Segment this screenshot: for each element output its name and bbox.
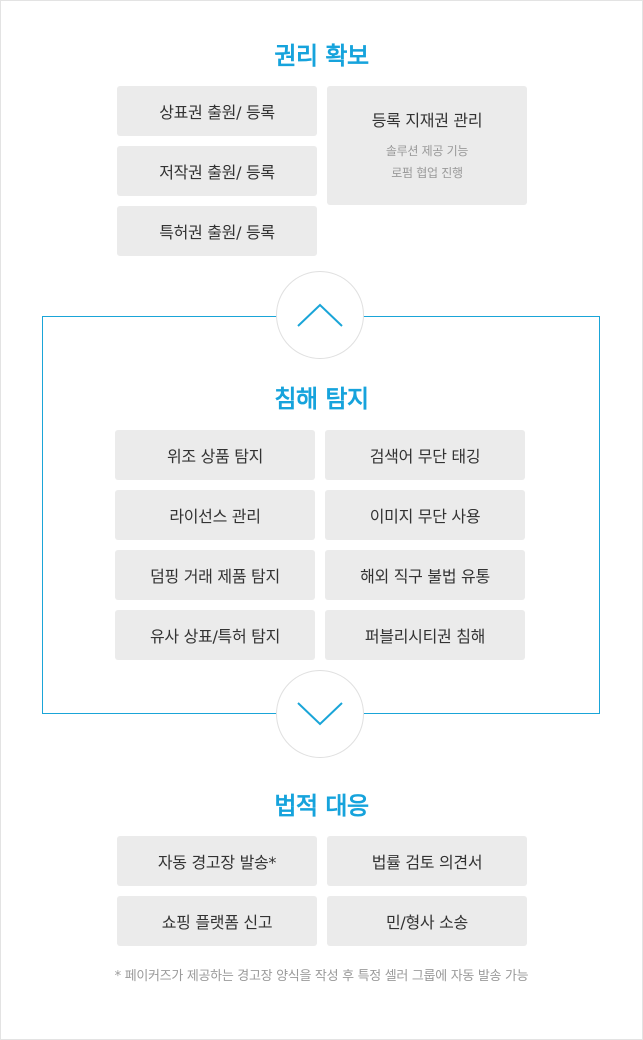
detection-item-similar: 유사 상표/특허 탐지 xyxy=(115,610,315,660)
detection-item-keyword: 검색어 무단 태깅 xyxy=(325,430,525,480)
footnote: * 페이커즈가 제공하는 경고장 양식을 작성 후 특정 셀러 그룹에 자동 발… xyxy=(114,969,529,984)
legal-item-platform-report: 쇼핑 플랫폼 신고 xyxy=(117,896,317,946)
detection-item-overseas: 해외 직구 불법 유통 xyxy=(325,550,525,600)
legal-item-lawsuit: 민/형사 소송 xyxy=(327,896,527,946)
detection-item-dumping: 덤핑 거래 제품 탐지 xyxy=(115,550,315,600)
section-title-rights: 권리 확보 xyxy=(274,42,369,70)
rights-item-copyright: 저작권 출원/ 등록 xyxy=(117,146,317,196)
rights-item-patent: 특허권 출원/ 등록 xyxy=(117,206,317,256)
detection-item-image: 이미지 무단 사용 xyxy=(325,490,525,540)
section-title-legal: 법적 대응 xyxy=(274,792,369,820)
rights-feature-title: 등록 지재권 관리 xyxy=(371,111,483,130)
detection-item-counterfeit: 위조 상품 탐지 xyxy=(115,430,315,480)
rights-feature-sub-lawfirm: 로펌 협업 진행 xyxy=(391,166,463,180)
up-arrow-circle xyxy=(276,271,364,359)
chevron-down-icon xyxy=(297,702,343,726)
legal-item-opinion: 법률 검토 의견서 xyxy=(327,836,527,886)
section-title-detection: 침해 탐지 xyxy=(274,385,369,413)
rights-item-trademark: 상표권 출원/ 등록 xyxy=(117,86,317,136)
rights-feature-sub-solution: 솔루션 제공 기능 xyxy=(385,144,469,158)
chevron-up-icon xyxy=(297,303,343,327)
legal-item-warning: 자동 경고장 발송* xyxy=(117,836,317,886)
detection-item-license: 라이선스 관리 xyxy=(115,490,315,540)
rights-feature-card: 등록 지재권 관리 솔루션 제공 기능 로펌 협업 진행 xyxy=(327,86,527,205)
detection-item-publicity: 퍼블리시티권 침해 xyxy=(325,610,525,660)
down-arrow-circle xyxy=(276,670,364,758)
